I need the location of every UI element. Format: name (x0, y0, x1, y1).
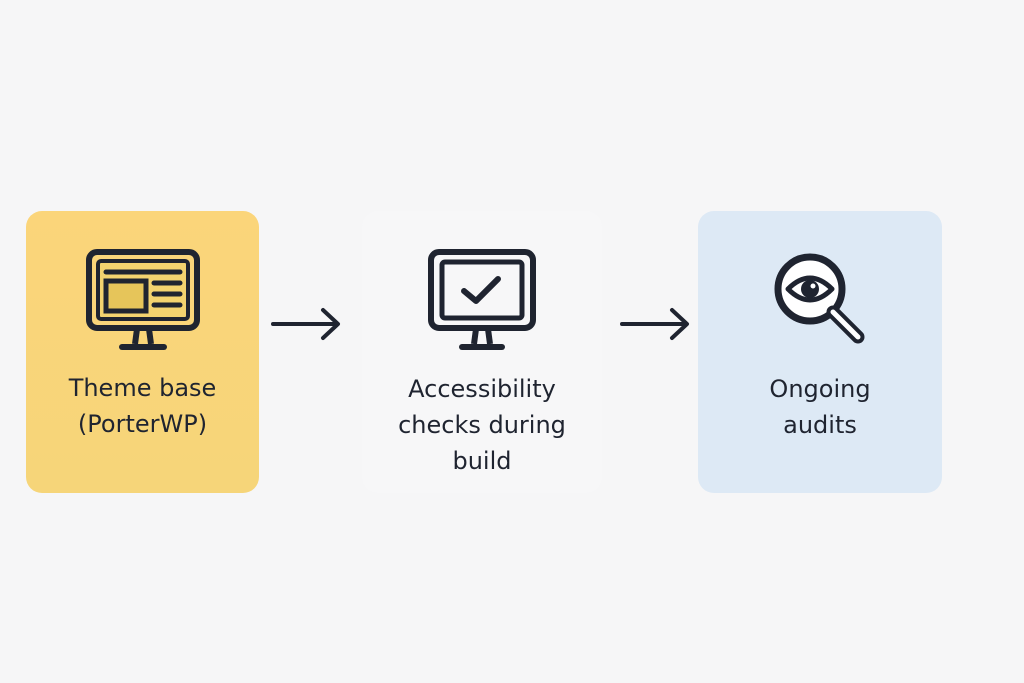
step-label: Accessibility checks during build (362, 371, 602, 479)
arrow-right-icon (271, 308, 340, 340)
monitor-layout-icon (85, 249, 200, 350)
step-label-line: (PorterWP) (77, 410, 208, 438)
step-ongoing-audits: Ongoing audits (698, 211, 942, 493)
step-theme-base: Theme base (PorterWP) (26, 211, 259, 493)
step-label-line: Theme base (68, 374, 217, 402)
step-label-line: Ongoing (769, 375, 871, 403)
step-accessibility-checks: Accessibility checks during build (362, 211, 602, 493)
step-label-line: build (452, 447, 512, 475)
step-label-line: audits (783, 411, 857, 439)
step-label-line: Accessibility (408, 375, 556, 403)
arrow-right-icon (620, 308, 689, 340)
step-label-line: checks during (398, 411, 566, 439)
step-label: Theme base (PorterWP) (26, 370, 259, 442)
step-label: Ongoing audits (698, 371, 942, 443)
monitor-checkmark-icon (428, 249, 536, 350)
magnifier-eye-icon (774, 253, 865, 344)
